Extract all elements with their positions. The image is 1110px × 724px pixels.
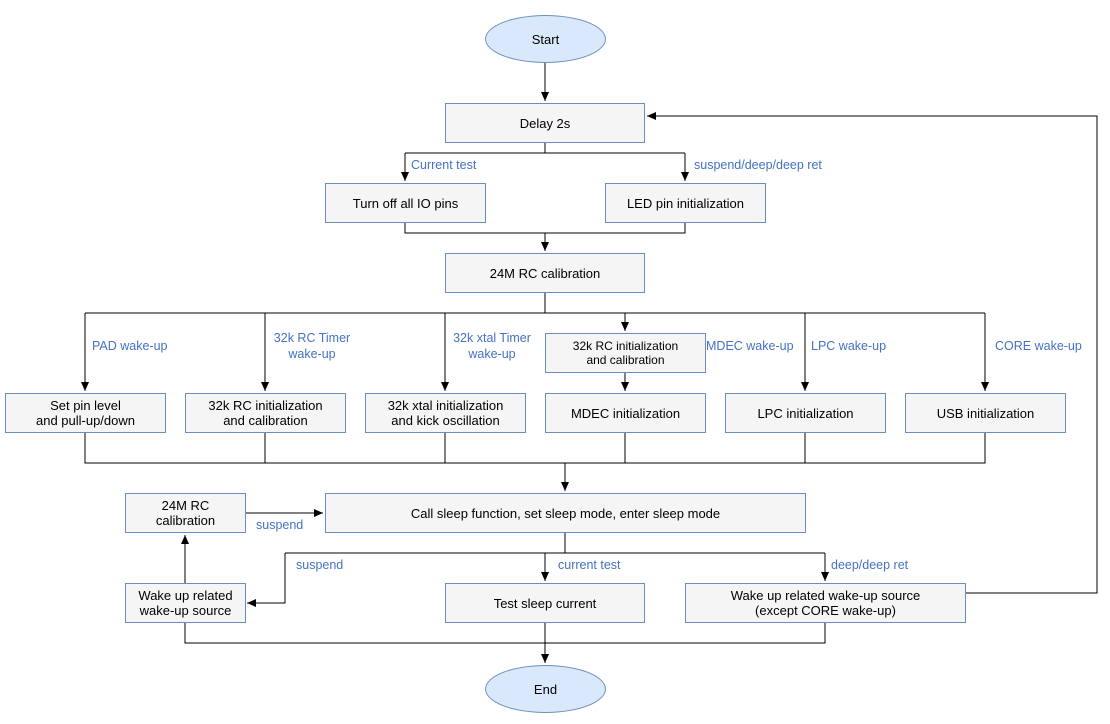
start-label: Start — [531, 31, 560, 47]
rc32k-init-label: 32k RC initialization and calibration — [208, 398, 323, 428]
test-sleep-current-label: Test sleep current — [493, 595, 597, 611]
set-pin-level-label: Set pin level and pull-up/down — [35, 398, 136, 428]
end-terminal: End — [485, 665, 606, 713]
turn-off-io-label: Turn off all IO pins — [352, 195, 459, 211]
mdec-init-label: MDEC initialization — [570, 405, 681, 421]
xtal32k-init-label: 32k xtal initialization and kick oscilla… — [387, 398, 504, 428]
edge-label-mdec-wakeup: MDEC wake-up — [706, 339, 794, 353]
delay-label: Delay 2s — [519, 115, 571, 131]
led-init-node: LED pin initialization — [605, 183, 766, 223]
edge-label-suspend-1: suspend — [256, 518, 304, 532]
xtal32k-init-node: 32k xtal initialization and kick oscilla… — [365, 393, 526, 433]
edge-label-suspend-2: suspend — [296, 558, 344, 572]
edge-label-deep-ret: deep/deep ret — [831, 558, 909, 572]
rc32k-init-node: 32k RC initialization and calibration — [185, 393, 346, 433]
rc24m-calibration-node: 24M RC calibration — [445, 253, 645, 293]
wake-except-core-label: Wake up related wake-up source (except C… — [730, 588, 921, 618]
rc24m-calibration-2-node: 24M RC calibration — [125, 493, 246, 533]
edge-label-suspend-deep: suspend/deep/deep ret — [694, 158, 822, 172]
edge-label-rc-timer-wakeup: 32k RC Timer wake-up — [273, 331, 351, 361]
usb-init-label: USB initialization — [936, 405, 1035, 421]
set-pin-level-node: Set pin level and pull-up/down — [5, 393, 166, 433]
edge-label-lpc-wakeup: LPC wake-up — [811, 339, 887, 353]
lpc-init-label: LPC initialization — [757, 405, 854, 421]
mdec-init-node: MDEC initialization — [545, 393, 706, 433]
delay-2s-node: Delay 2s — [445, 103, 645, 143]
mdec-rc32k-node: 32k RC initialization and calibration — [545, 333, 706, 373]
call-sleep-label: Call sleep function, set sleep mode, ent… — [410, 505, 721, 521]
rc24m-calibration-label: 24M RC calibration — [489, 265, 601, 281]
usb-init-node: USB initialization — [905, 393, 1066, 433]
start-terminal: Start — [485, 15, 606, 63]
edge-label-current-test-2: current test — [558, 558, 621, 572]
wake-related-node: Wake up related wake-up source — [125, 583, 246, 623]
edge-label-current-test: Current test — [411, 158, 477, 172]
edge-label-pad-wakeup: PAD wake-up — [92, 339, 168, 353]
test-sleep-current-node: Test sleep current — [445, 583, 645, 623]
edge-label-xtal-timer-wakeup: 32k xtal Timer wake-up — [453, 331, 531, 361]
edge-label-core-wakeup: CORE wake-up — [995, 339, 1082, 353]
wake-related-label: Wake up related wake-up source — [138, 588, 233, 618]
turn-off-io-node: Turn off all IO pins — [325, 183, 486, 223]
wake-except-core-node: Wake up related wake-up source (except C… — [685, 583, 966, 623]
end-label: End — [533, 681, 558, 697]
call-sleep-node: Call sleep function, set sleep mode, ent… — [325, 493, 806, 533]
lpc-init-node: LPC initialization — [725, 393, 886, 433]
mdec-rc32k-label: 32k RC initialization and calibration — [572, 339, 679, 367]
led-init-label: LED pin initialization — [626, 195, 745, 211]
rc24m-calibration-2-label: 24M RC calibration — [155, 498, 216, 528]
